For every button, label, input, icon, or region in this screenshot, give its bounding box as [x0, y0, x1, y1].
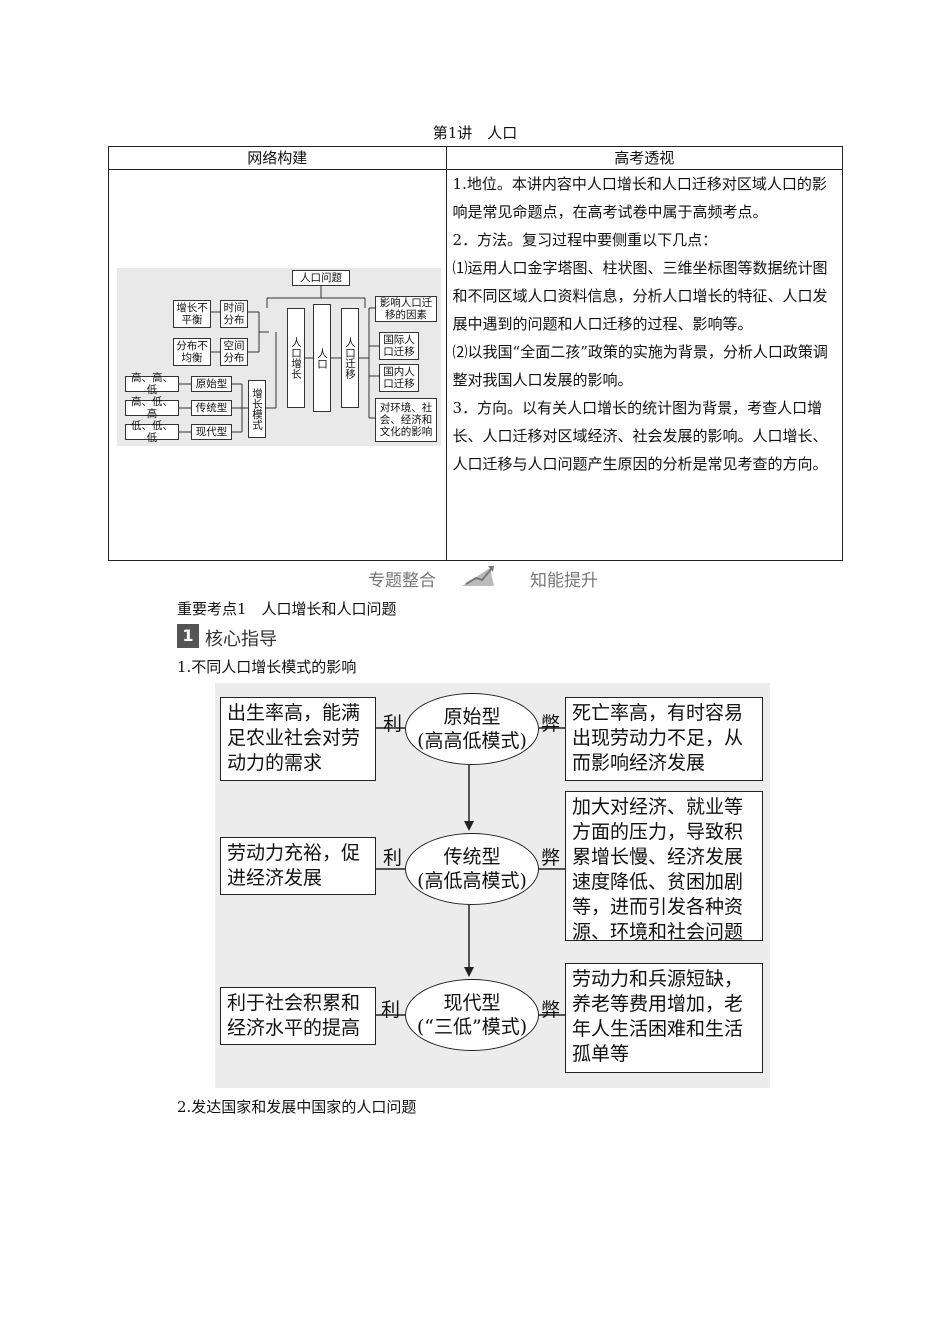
banner-left: 专题整合 — [368, 571, 436, 591]
mm-pop-migration: 人口迁移 — [341, 308, 359, 408]
mode-rates: (高低高模式) — [417, 870, 527, 892]
mm-mode2-rates: 高、低、高 — [125, 396, 179, 420]
exam-paragraph: 3．方向。以有关人口增长的统计图为背景，考查人口增长、人口迁移对区域经济、社会发… — [452, 399, 828, 473]
mode-type: 传统型 — [443, 846, 501, 868]
dis-box-modern: 劳动力和兵源短缺，养老等费用增加，老年人生活困难和生活孤单等 — [565, 963, 763, 1073]
document-title: 第1讲 人口 — [432, 124, 518, 142]
mm-pop: 人口 — [313, 304, 331, 412]
exam-paragraph: ⑴运用人口金字塔图、柱状图、三维坐标图等数据统计图和不同区域人口资料信息，分析人… — [452, 259, 828, 333]
flow-lines — [376, 727, 565, 1016]
mm-imbalance: 增长不平衡 — [173, 300, 211, 328]
mode-ellipse-traditional: 传统型(高低高模式) — [405, 833, 539, 905]
section-banner: 专题整合 知能提升 — [360, 562, 630, 591]
mm-factors: 影响人口迁移的因素 — [375, 296, 437, 322]
banner-right: 知能提升 — [530, 571, 598, 591]
mm-mode2: 传统型 — [191, 400, 232, 416]
adv-box-modern: 利于社会积累和经济水平的提高 — [220, 987, 376, 1045]
exam-paragraph: ⑵以我国“全面二孩”政策的实施为背景，分析人口政策调整对我国人口发展的影响。 — [452, 343, 828, 389]
section-title: 重要考点1 人口增长和人口问题 — [177, 600, 397, 618]
mm-mode1-rates: 高、高、低 — [125, 372, 179, 396]
core-number: 1 — [177, 624, 199, 648]
mm-space: 空间分布 — [220, 338, 248, 366]
mm-impact: 对环境、社会、经济和文化的影响 — [375, 398, 437, 442]
subheading-1: 1.不同人口增长模式的影响 — [177, 658, 357, 676]
mm-mode1: 原始型 — [191, 376, 232, 392]
header-exam: 高考透视 — [445, 146, 844, 170]
subheading-2: 2.发达国家和发展中国家的人口问题 — [177, 1098, 417, 1116]
dis-box-traditional: 加大对经济、就业等方面的压力，导致积累增长慢、经济发展速度降低、贫困加剧等，进而… — [565, 791, 763, 943]
mode-type: 现代型 — [443, 992, 501, 1014]
adv-label: 利 — [383, 713, 403, 735]
dis-label: 弊 — [541, 847, 561, 869]
header-network: 网络构建 — [108, 146, 447, 170]
mm-intl: 国际人口迁移 — [379, 332, 419, 360]
adv-box-traditional: 劳动力充裕，促进经济发展 — [220, 837, 376, 895]
adv-box-primitive: 出生率高，能满足农业社会对劳动力的需求 — [220, 697, 376, 781]
mm-growth-mode: 增长模式 — [248, 380, 266, 438]
mm-mode3: 现代型 — [191, 424, 232, 440]
exam-text: 1.地位。本讲内容中人口增长和人口迁移对区域人口的影响是常见命题点，在高考试卷中… — [447, 170, 842, 478]
dis-label: 弊 — [541, 999, 561, 1021]
exam-paragraph: 2．方法。复习过程中要侧重以下几点： — [452, 231, 718, 249]
adv-label: 利 — [383, 847, 403, 869]
exam-cell: 1.地位。本讲内容中人口增长和人口迁移对区域人口的影响是常见命题点，在高考试卷中… — [445, 169, 844, 561]
overview-table: 网络构建 高考透视 — [108, 146, 844, 561]
mm-top: 人口问题 — [292, 270, 350, 286]
rising-arrow-icon — [462, 566, 494, 586]
mm-time: 时间分布 — [220, 300, 248, 328]
exam-paragraph: 1.地位。本讲内容中人口增长和人口迁移对区域人口的影响是常见命题点，在高考试卷中… — [452, 175, 827, 221]
mode-rates: (“三低”模式) — [416, 1016, 528, 1038]
adv-label: 利 — [381, 999, 401, 1021]
mindmap-lines — [179, 284, 379, 433]
mode-ellipse-primitive: 原始型(高高低模式) — [405, 693, 539, 765]
mm-domestic: 国内人口迁移 — [379, 364, 419, 392]
mm-pop-growth: 人口增长 — [287, 308, 305, 408]
dis-box-primitive: 死亡率高，有时容易出现劳动力不足，从而影响经济发展 — [565, 697, 763, 781]
mode-ellipse-modern: 现代型(“三低”模式) — [405, 979, 539, 1051]
mindmap: 人口问题 增长不平衡 时间分布 分布不均衡 空间分布 高、高、低 原始型 高、低… — [117, 268, 441, 446]
mode-type: 原始型 — [443, 706, 501, 728]
mm-mode3-rates: 低、低、低 — [125, 420, 179, 444]
mm-uneven: 分布不均衡 — [173, 338, 211, 366]
mindmap-cell: 人口问题 增长不平衡 时间分布 分布不均衡 空间分布 高、高、低 原始型 高、低… — [108, 169, 447, 561]
growth-mode-flowchart: 出生率高，能满足农业社会对劳动力的需求 利 原始型(高高低模式) 弊 死亡率高，… — [215, 683, 770, 1088]
dis-label: 弊 — [541, 713, 561, 735]
core-label: 核心指导 — [205, 629, 277, 650]
mode-rates: (高高低模式) — [417, 730, 527, 752]
